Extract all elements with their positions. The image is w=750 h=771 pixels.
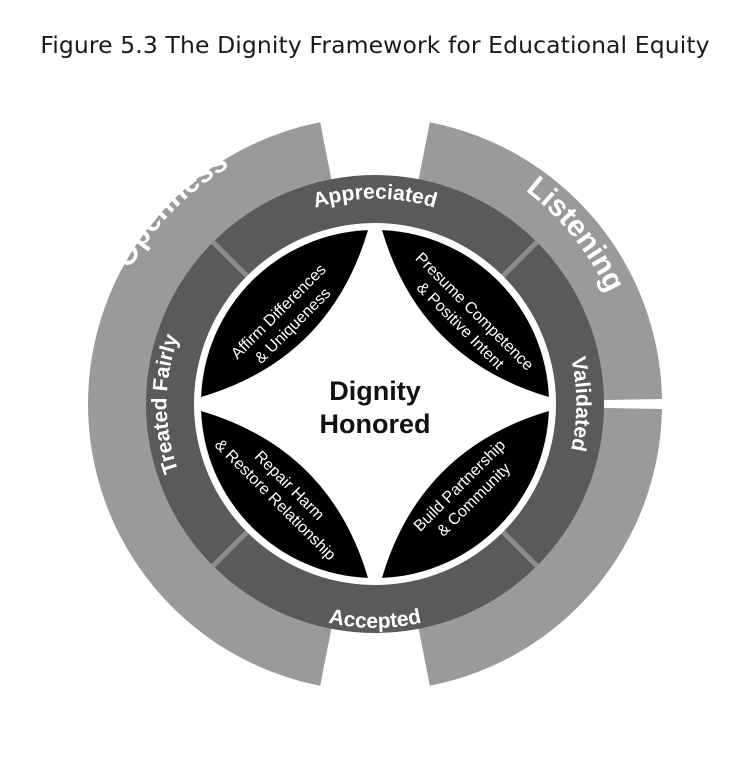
ring-dividers	[211, 240, 539, 568]
inner-leaves	[201, 230, 549, 578]
center-label-line2: Honored	[320, 409, 431, 439]
leaf-repair	[201, 411, 368, 578]
petal-patience	[88, 404, 333, 686]
petal-openness	[88, 122, 333, 405]
figure-title: Figure 5.3 The Dignity Framework for Edu…	[40, 31, 710, 59]
petal-listening	[417, 122, 662, 401]
ring-divider-se	[501, 530, 539, 568]
leaf-affirm	[201, 230, 368, 397]
leaf-build	[382, 411, 549, 578]
ring-divider-ne	[501, 240, 539, 278]
leaf-presume	[382, 230, 549, 397]
ring-divider-sw	[211, 530, 249, 568]
ring-divider-nw	[211, 240, 249, 278]
center-label-line1: Dignity	[329, 376, 421, 406]
petal-empathy	[417, 407, 662, 686]
outer-petals	[88, 122, 662, 686]
